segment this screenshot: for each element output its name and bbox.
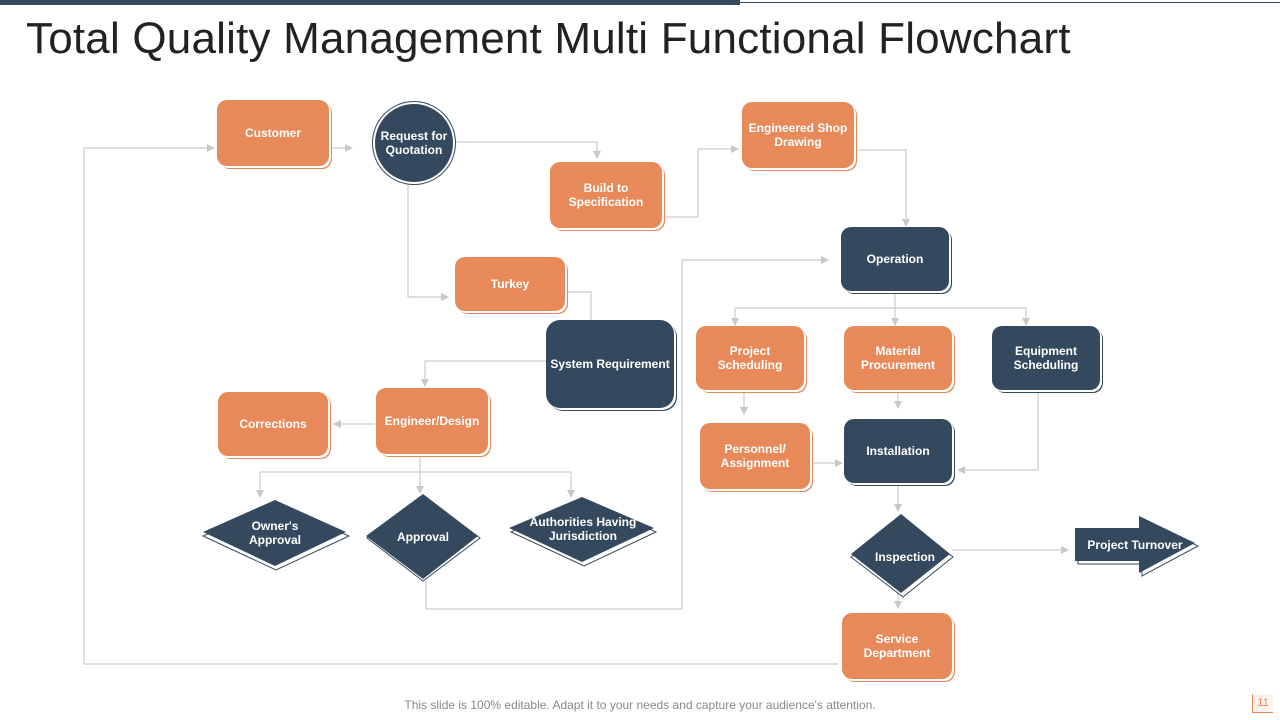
node-equipment-scheduling: Equipment Scheduling: [992, 326, 1100, 390]
node-operation: Operation: [841, 227, 949, 291]
page-title: Total Quality Management Multi Functiona…: [26, 14, 1071, 63]
node-installation: Installation: [844, 419, 952, 483]
top-accent-line: [740, 2, 1280, 3]
connector-service-customer: [83, 144, 838, 665]
connector-system-engineer: [421, 360, 546, 387]
node-customer: Customer: [217, 100, 329, 166]
label-project-turnover: Project Turnover: [1087, 537, 1183, 552]
node-project-scheduling: Project Scheduling: [696, 326, 804, 390]
owners-approval-diamond: [203, 500, 346, 566]
node-build-to-specification: Build to Specification: [550, 162, 662, 228]
connector-turkey-system: [568, 291, 592, 320]
diamond-shapes: [201, 494, 1200, 598]
inspection-diamond: [851, 514, 950, 593]
connector-engineered-operation: [858, 149, 910, 227]
approval-diamond: [366, 494, 478, 579]
node-engineered-shop-drawing: Engineered Shop Drawing: [742, 102, 854, 168]
connector-build-engineered: [666, 145, 739, 218]
connector-approval-operation: [425, 256, 829, 610]
label-owners-approval: Owner's Approval: [248, 518, 301, 547]
top-accent-bar: [0, 0, 740, 5]
label-inspection: Inspection: [874, 549, 935, 564]
node-material-procurement: Material Procurement: [844, 326, 952, 390]
connector-request-turkey: [407, 184, 449, 301]
label-approval: Approval: [396, 529, 449, 544]
node-system-requirement: System Requirement: [546, 320, 674, 408]
node-personnel-assignment: Personnel/ Assignment: [700, 423, 810, 489]
node-turkey: Turkey: [455, 257, 565, 311]
node-engineer-design: Engineer/Design: [376, 388, 488, 454]
connector-request-build: [456, 141, 601, 159]
footer-note: This slide is 100% editable. Adapt it to…: [404, 698, 876, 712]
connector-equipment-installation: [957, 392, 1039, 474]
authorities-diamond: [509, 497, 654, 562]
node-corrections: Corrections: [218, 392, 328, 456]
page-number: 11: [1252, 694, 1273, 713]
project-turnover-arrow: [1075, 516, 1195, 573]
node-request-for-quotation: Request for Quotation: [375, 104, 453, 182]
label-authorities-having-jurisdiction: Authorities Having Jurisdiction: [529, 514, 637, 543]
node-service-department: Service Department: [842, 613, 952, 679]
